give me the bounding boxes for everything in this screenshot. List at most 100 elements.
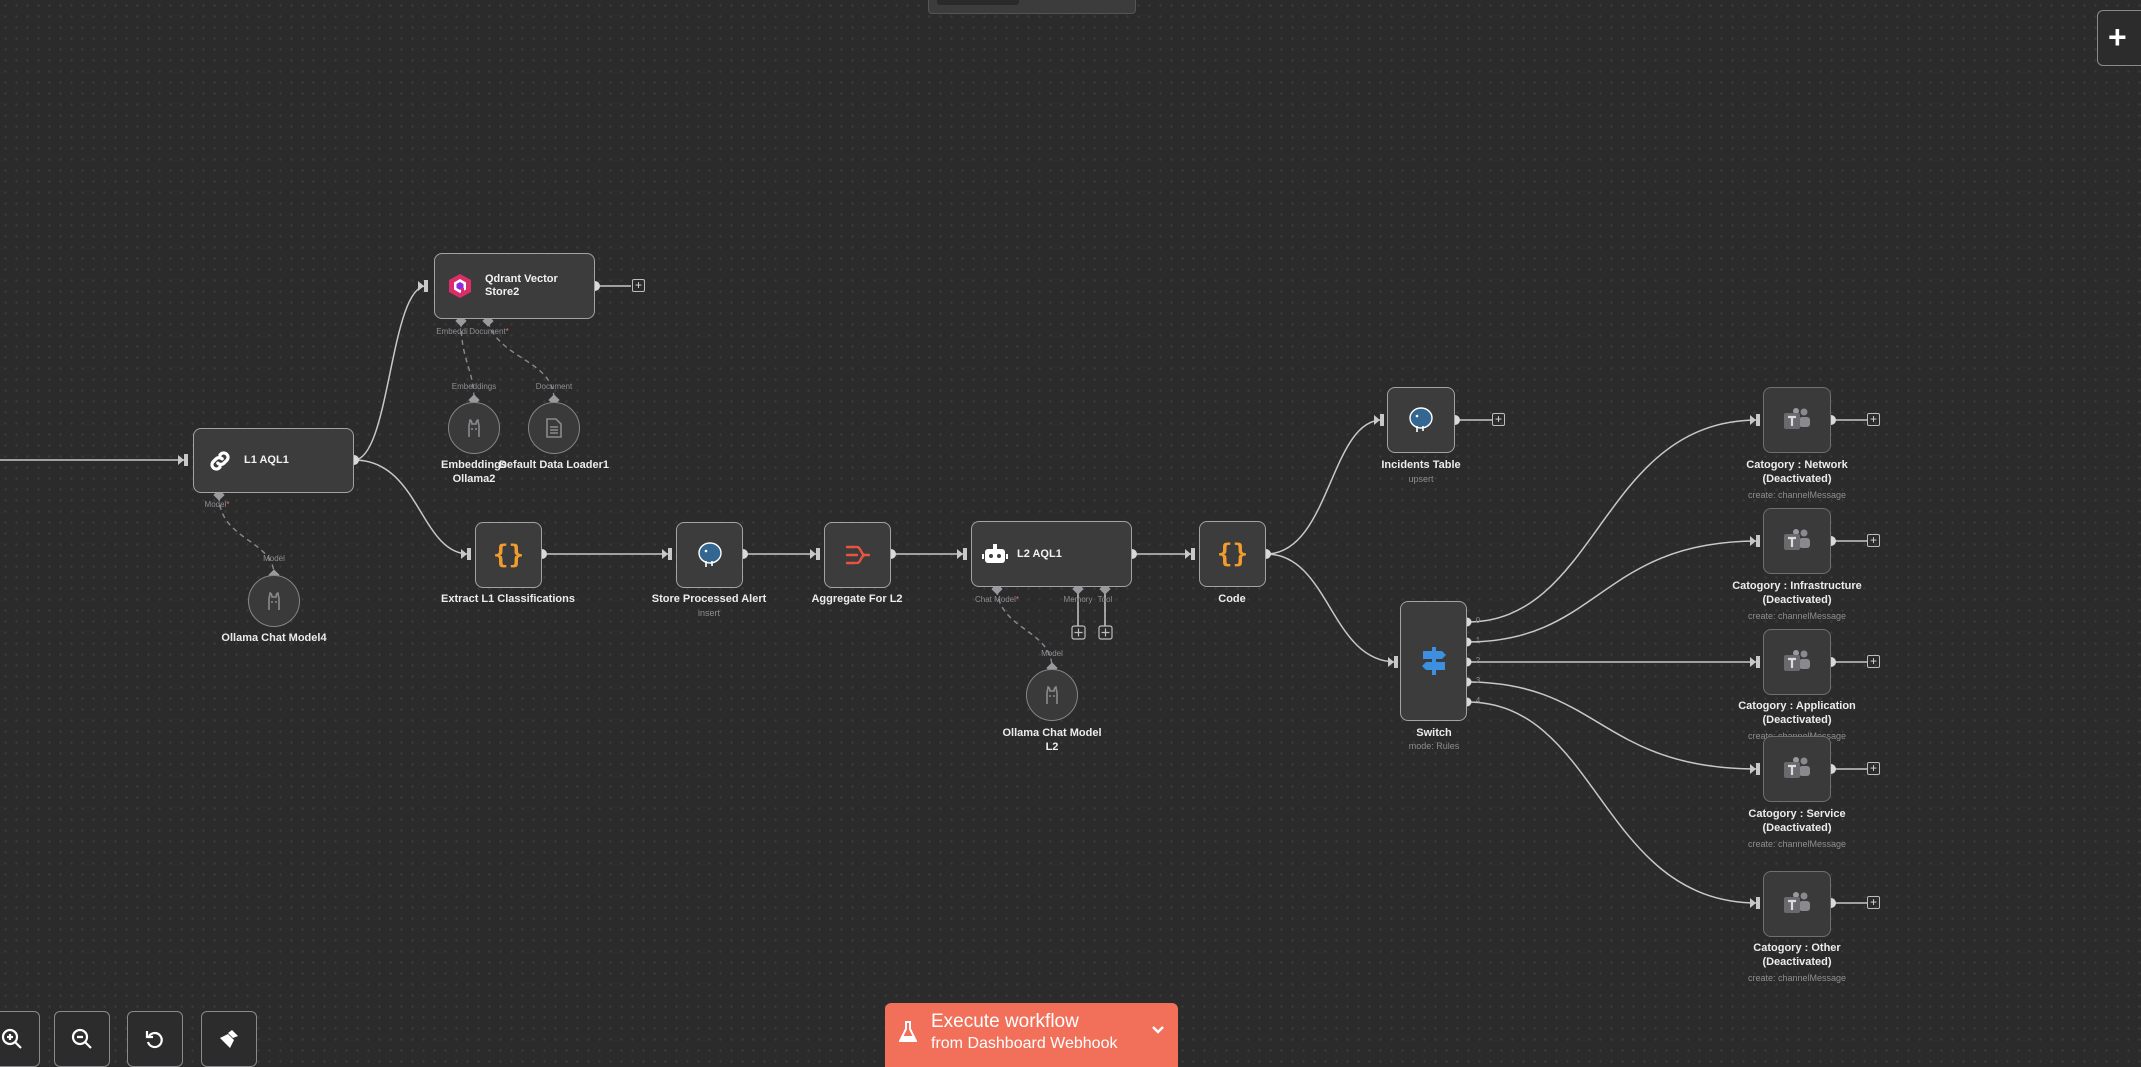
sub-add-boxes (1071, 625, 1113, 640)
add-node-button[interactable]: + (1492, 413, 1505, 426)
add-node-button[interactable]: + (1867, 896, 1880, 909)
switch-output-label: 0 (1475, 616, 1481, 625)
node-store-processed-alert[interactable] (676, 522, 743, 588)
zoom-in-icon (1, 1028, 22, 1049)
add-node-button[interactable]: + (1867, 534, 1880, 547)
reset-icon (145, 1031, 163, 1049)
node-l2-aql1[interactable]: L2 AQL1 (971, 521, 1132, 587)
microsoft-teams-icon (1784, 650, 1810, 671)
sub-connection-embeddings (460, 321, 475, 401)
connection-switch-1 (1466, 540, 1759, 643)
aggregate-icon (845, 545, 870, 565)
node-label: Switch (1416, 727, 1452, 739)
node-teams-service[interactable] (1763, 736, 1831, 802)
connection-switch-0 (1466, 419, 1759, 623)
sub-connection-ollama4 (218, 495, 275, 576)
ollama-icon (1046, 686, 1058, 704)
switch-output-label: 1 (1475, 636, 1481, 645)
connection-code-incidents (1265, 419, 1383, 555)
link-chain-icon (210, 450, 230, 471)
node-teams-network[interactable] (1763, 387, 1831, 453)
tidy-up-button[interactable] (201, 1011, 257, 1067)
sub-connection-ollamaL2 (996, 589, 1053, 669)
chevron-down-icon[interactable] (1151, 1025, 1165, 1035)
input-handles (178, 280, 1760, 909)
port-label-document-top: Document (535, 382, 573, 391)
node-label: Ollama Chat Model4 (221, 632, 327, 644)
microsoft-teams-icon (1784, 529, 1810, 550)
port-label-embeddings-top: Embeddings (451, 382, 497, 391)
node-teams-application[interactable] (1763, 629, 1831, 695)
connection-l1-extract (353, 459, 470, 555)
node-aggregate-for-l2[interactable] (824, 522, 891, 588)
node-subtitle: insert (697, 608, 721, 618)
top-tab-bar[interactable] (928, 0, 1136, 14)
ollama-icon (268, 592, 280, 610)
node-teams-infrastructure[interactable] (1763, 508, 1831, 574)
node-label: Store Processed Alert (651, 593, 767, 605)
document-icon (546, 418, 562, 438)
tidy-up-icon (220, 1030, 238, 1048)
node-title: L2 AQL1 (1017, 547, 1062, 560)
top-tab-active[interactable] (937, 0, 1019, 5)
sub-port-diamonds (213, 315, 1111, 674)
execute-workflow-button[interactable]: Execute workflow from Dashboard Webhook (885, 1003, 1178, 1067)
robot-icon (982, 544, 1008, 563)
connection-l1-qdrant (353, 285, 427, 461)
node-label: Catogory : Infrastructure(Deactivated) (1732, 580, 1862, 606)
zoom-out-icon (71, 1028, 92, 1049)
node-label: Catogory : Service(Deactivated) (1748, 808, 1846, 834)
node-subtitle: create: channelMessage (1747, 973, 1847, 983)
switch-output-label: 2 (1475, 656, 1481, 665)
node-ollama-chat-model4[interactable] (248, 575, 300, 627)
port-label-model-top: Model (1041, 649, 1063, 658)
node-l1-aql1[interactable]: L1 AQL1 (193, 428, 354, 493)
node-switch[interactable] (1400, 601, 1467, 721)
connection-code-switch (1265, 553, 1397, 663)
node-subtitle: create: channelMessage (1747, 611, 1847, 621)
postgres-elephant-icon (1409, 407, 1433, 432)
port-label-chat-model: Chat Model* (974, 595, 1020, 604)
microsoft-teams-icon (1784, 892, 1810, 913)
switch-output-label: 4 (1475, 696, 1481, 705)
connection-switch-3 (1466, 681, 1759, 770)
qdrant-icon (449, 274, 471, 298)
node-label: Default Data Loader1 (498, 459, 610, 471)
port-label-embeddings: Embeddi (436, 327, 468, 336)
postgres-elephant-icon (697, 542, 722, 567)
microsoft-teams-icon (1784, 757, 1810, 778)
code-braces-icon: {} (1216, 539, 1249, 569)
node-code[interactable]: {} (1199, 521, 1266, 587)
add-node-button[interactable]: + (1867, 655, 1880, 668)
execute-label: Execute workflow (931, 1011, 1079, 1032)
add-node-button[interactable]: + (1867, 762, 1880, 775)
switch-output-label: 3 (1475, 676, 1481, 685)
node-default-data-loader1[interactable] (528, 402, 580, 454)
node-label: Catogory : Other(Deactivated) (1753, 942, 1841, 968)
switch-signpost-icon (1421, 647, 1446, 675)
node-incidents-table[interactable] (1387, 387, 1455, 453)
node-teams-other[interactable] (1763, 871, 1831, 937)
zoom-in-button[interactable] (0, 1011, 40, 1067)
node-label: Extract L1 Classifications (441, 593, 575, 605)
connection-l2-subports (1077, 590, 1106, 626)
code-braces-icon: {} (492, 540, 525, 570)
node-embeddings-ollama2[interactable] (448, 402, 500, 454)
node-ollama-chat-model-l2[interactable] (1026, 669, 1078, 721)
zoom-out-button[interactable] (54, 1011, 110, 1067)
open-nodes-panel-button[interactable]: + (2097, 10, 2141, 66)
add-node-button[interactable]: + (1867, 413, 1880, 426)
reset-zoom-button[interactable] (127, 1011, 183, 1067)
node-title: L1 AQL1 (244, 454, 289, 466)
node-label: Catogory : Network(Deactivated) (1746, 459, 1848, 485)
node-label: Aggregate For L2 (811, 593, 903, 605)
add-node-button[interactable]: + (632, 279, 645, 292)
flask-icon (899, 1021, 917, 1042)
microsoft-teams-icon (1784, 408, 1810, 429)
node-extract-l1-classifications[interactable]: {} (475, 522, 542, 588)
